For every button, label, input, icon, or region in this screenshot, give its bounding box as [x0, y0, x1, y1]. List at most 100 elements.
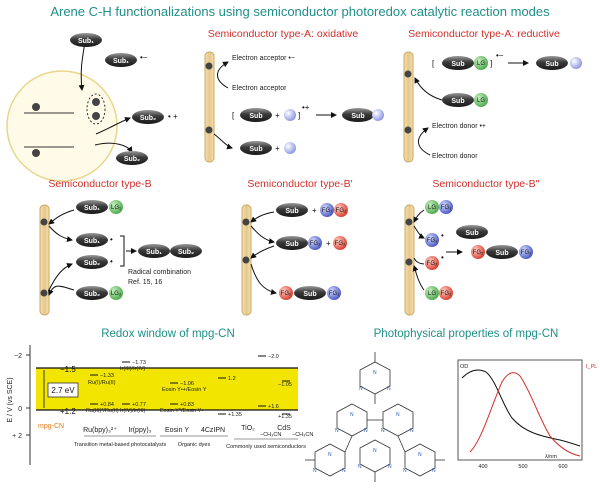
svg-text:N: N	[373, 448, 377, 454]
panel-a-oxidative: Electron acceptor •− Electron acceptor […	[204, 51, 384, 163]
ytick-0: 0	[18, 406, 22, 413]
lg-label: LG	[477, 61, 485, 67]
catalyst-sub: −CH₃CN	[292, 432, 313, 438]
ref-label: Ref. 15, 16	[128, 279, 162, 286]
catalyst-item: −1.73 Ir(III)/Ir(IV) +0.77 Ir(IV)/Ir(III…	[120, 360, 146, 414]
panel-b1: Sub + FG₁ FG₂ Sub FG₁ + FG₂ FG₂ Sub FG₁	[241, 203, 348, 316]
svg-text:N: N	[350, 412, 354, 418]
b2-lg-a: LG	[428, 205, 436, 211]
svg-text:•: •	[441, 231, 444, 240]
sub2-label-b: Sub₂	[124, 156, 140, 163]
cat-bottom-label: Eosin Y*/Eosin Y•−	[160, 408, 207, 414]
b-lg1: LG₁	[111, 205, 121, 211]
b-lg2: LG₂	[111, 291, 122, 297]
mpg-cn-label: mpg-CN	[38, 423, 64, 430]
cat-top: −1.06	[180, 381, 194, 387]
panel-b2: LG FG₁ FG₁ • Sub FG₂ • FG₂ Sub FG₁ LG FG…	[404, 200, 533, 316]
electron-acceptor-radical: Electron acceptor •−	[232, 55, 295, 62]
xtick-600: 600	[558, 464, 567, 470]
svg-text:]: ]	[298, 111, 300, 120]
panel-b: Sub₁ LG₁ Sub₁ • Sub₂ • Sub₁ Sub₂ Radical…	[39, 200, 202, 316]
catalyst-name: TiO₂	[241, 425, 255, 432]
catalyst-name: 4CzIPN	[201, 427, 225, 434]
b1-fg1-a: FG₁	[322, 208, 332, 214]
b1-sub-c: Sub	[303, 291, 316, 298]
cat-bottom-label: Ir(IV)/Ir(III)	[120, 408, 146, 414]
svg-text:N: N	[358, 464, 362, 470]
b1-fg1-b: FG₁	[310, 241, 320, 247]
b-sub1-rad: Sub₁	[84, 238, 100, 245]
svg-text:N: N	[432, 468, 436, 474]
svg-text:N: N	[335, 428, 339, 434]
b-product-sub1: Sub₁	[146, 249, 162, 256]
catalyst-item: 1.2 +1.35	[218, 376, 242, 418]
sub-label-product: Sub	[351, 113, 364, 120]
b2-fg2-b: FG₂	[427, 261, 438, 267]
svg-text:N: N	[388, 464, 392, 470]
b2-fg1-c: FG₁	[521, 250, 531, 256]
group-tm: Transition metal-based photocatalysts	[74, 442, 167, 448]
carbon-nitride-structure	[305, 352, 445, 482]
svg-text:•−: •−	[140, 53, 148, 62]
cat-bottom: +1.35	[278, 414, 292, 420]
b-sub2-rad: Sub₂	[84, 260, 100, 267]
cat-top: −1.33	[100, 373, 114, 379]
lg-label-start: LG	[477, 98, 485, 104]
catalyst-sub: −CH₃CN	[260, 432, 281, 438]
cat-top-label: Eosin Y•+/Eosin Y	[162, 387, 207, 393]
redox-window-band	[36, 368, 298, 410]
catalyst-name: Ir(ppy)₃	[128, 427, 151, 434]
ipl-label: I_PL	[586, 364, 597, 370]
b-sub2: Sub₂	[84, 291, 100, 298]
b2-fg2-c: FG₂	[473, 250, 484, 256]
svg-text:+: +	[275, 111, 280, 120]
svg-text:N: N	[359, 386, 363, 392]
svg-text:N: N	[381, 428, 385, 434]
svg-text:]: ]	[490, 59, 492, 68]
cat-top: 1.2	[228, 376, 236, 382]
electron-donor: Electron donor	[432, 153, 478, 160]
svg-text:•: •	[110, 257, 113, 266]
svg-text:N: N	[313, 468, 317, 474]
svg-text:N: N	[328, 452, 332, 458]
svg-text:•−: •−	[496, 51, 504, 60]
panel-b-title: Semiconductor type-B	[48, 178, 151, 190]
radical-combination-label: Radical combination	[128, 269, 191, 276]
svg-text:N: N	[373, 370, 377, 376]
b1-sub-b: Sub	[285, 241, 298, 248]
b1-sub-a: Sub	[285, 208, 298, 215]
b2-fg1-a: FG₁	[441, 205, 451, 211]
panel-b1-title: Semiconductor type-B'	[247, 178, 352, 190]
od-label: OD	[460, 364, 468, 370]
svg-text:N: N	[364, 428, 368, 434]
svg-text:N: N	[396, 412, 400, 418]
svg-text:• +: • +	[168, 112, 178, 121]
cat-bottom-label: Ru(III)*/Ru(II)	[86, 408, 119, 414]
vb-value: +1.2	[60, 407, 76, 416]
svg-text:N: N	[342, 468, 346, 474]
cat-bottom: +0.84	[100, 402, 114, 408]
svg-text:+: +	[326, 239, 331, 248]
b-product-sub2: Sub₂	[178, 249, 194, 256]
b2-sub-a: Sub	[465, 230, 478, 237]
catalyst-item: −2.0 +1.6	[258, 354, 279, 410]
absorbance-curve	[461, 369, 581, 447]
svg-text:N: N	[403, 468, 407, 474]
ytick-plus2: + 2	[12, 433, 22, 440]
svg-text:•: •	[441, 253, 444, 262]
svg-text:[: [	[232, 111, 235, 120]
svg-text:N: N	[418, 452, 422, 458]
sub2-label: Sub₂	[140, 115, 156, 122]
cat-bottom: +1.35	[228, 412, 242, 418]
svg-text:+: +	[312, 206, 317, 215]
cat-bottom: +1.6	[268, 404, 279, 410]
b1-fg2-b: FG₂	[335, 241, 346, 247]
panel-a-reductive-title: Semiconductor type-A: reductive	[408, 28, 560, 40]
svg-text:+: +	[275, 144, 280, 153]
cat-bottom: +0.77	[132, 402, 146, 408]
cat-top: −1.73	[132, 360, 146, 366]
xtick-500: 500	[518, 464, 527, 470]
sub1-radical-label: Sub₁	[113, 58, 129, 65]
cat-top-label: Ru(I)/Ru(II)	[88, 380, 116, 386]
